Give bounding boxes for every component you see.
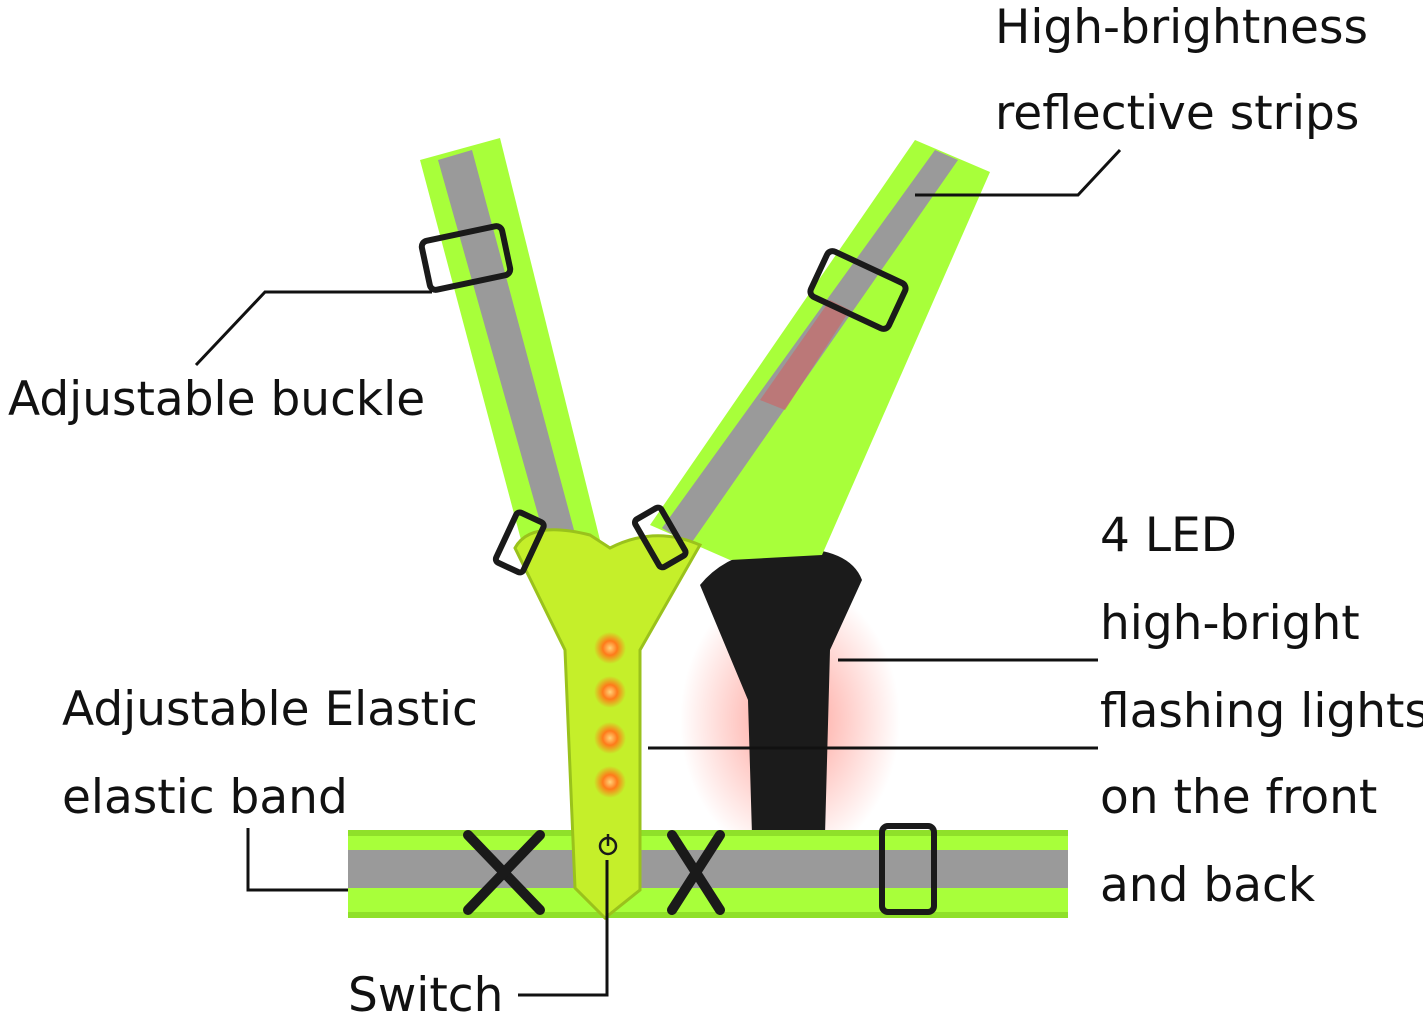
x-clips — [463, 830, 725, 915]
waist-buckle-right — [879, 823, 937, 915]
elastic-label-line2: elastic band — [62, 770, 348, 825]
led-label-line4: on the front — [1100, 770, 1378, 825]
led-label-line3: flashing lights — [1100, 684, 1423, 739]
switch-callout-line — [518, 860, 609, 997]
reflective-label-line2: reflective strips — [995, 86, 1360, 141]
reflective-callout-line — [915, 148, 1122, 197]
led-lights — [594, 632, 626, 798]
power-icon — [598, 834, 618, 856]
switch-label: Switch — [348, 968, 504, 1023]
led-1 — [594, 632, 626, 664]
led-label-line2: high-bright — [1100, 596, 1360, 651]
back-panel — [700, 548, 862, 835]
elastic-label-line1: Adjustable Elastic — [62, 682, 478, 737]
led-4 — [594, 766, 626, 798]
left-reflective-strip — [438, 150, 578, 550]
right-strap-buckle — [807, 248, 909, 332]
led-label-line5: and back — [1100, 858, 1316, 913]
buckle-label: Adjustable buckle — [8, 372, 426, 427]
left-strap-buckle — [418, 223, 514, 293]
buckle-callout-line — [194, 290, 432, 367]
reflective-label-line1: High-brightness — [995, 0, 1368, 55]
led-2 — [594, 676, 626, 708]
right-reflective-red — [760, 300, 850, 410]
elastic-callout-line — [246, 828, 348, 892]
right-strap-clip — [631, 504, 689, 571]
callout-lines — [194, 148, 1122, 997]
led-3 — [594, 722, 626, 754]
led-label-line1: 4 LED — [1100, 508, 1237, 563]
buckles — [418, 223, 937, 915]
left-strap-clip — [492, 509, 547, 576]
